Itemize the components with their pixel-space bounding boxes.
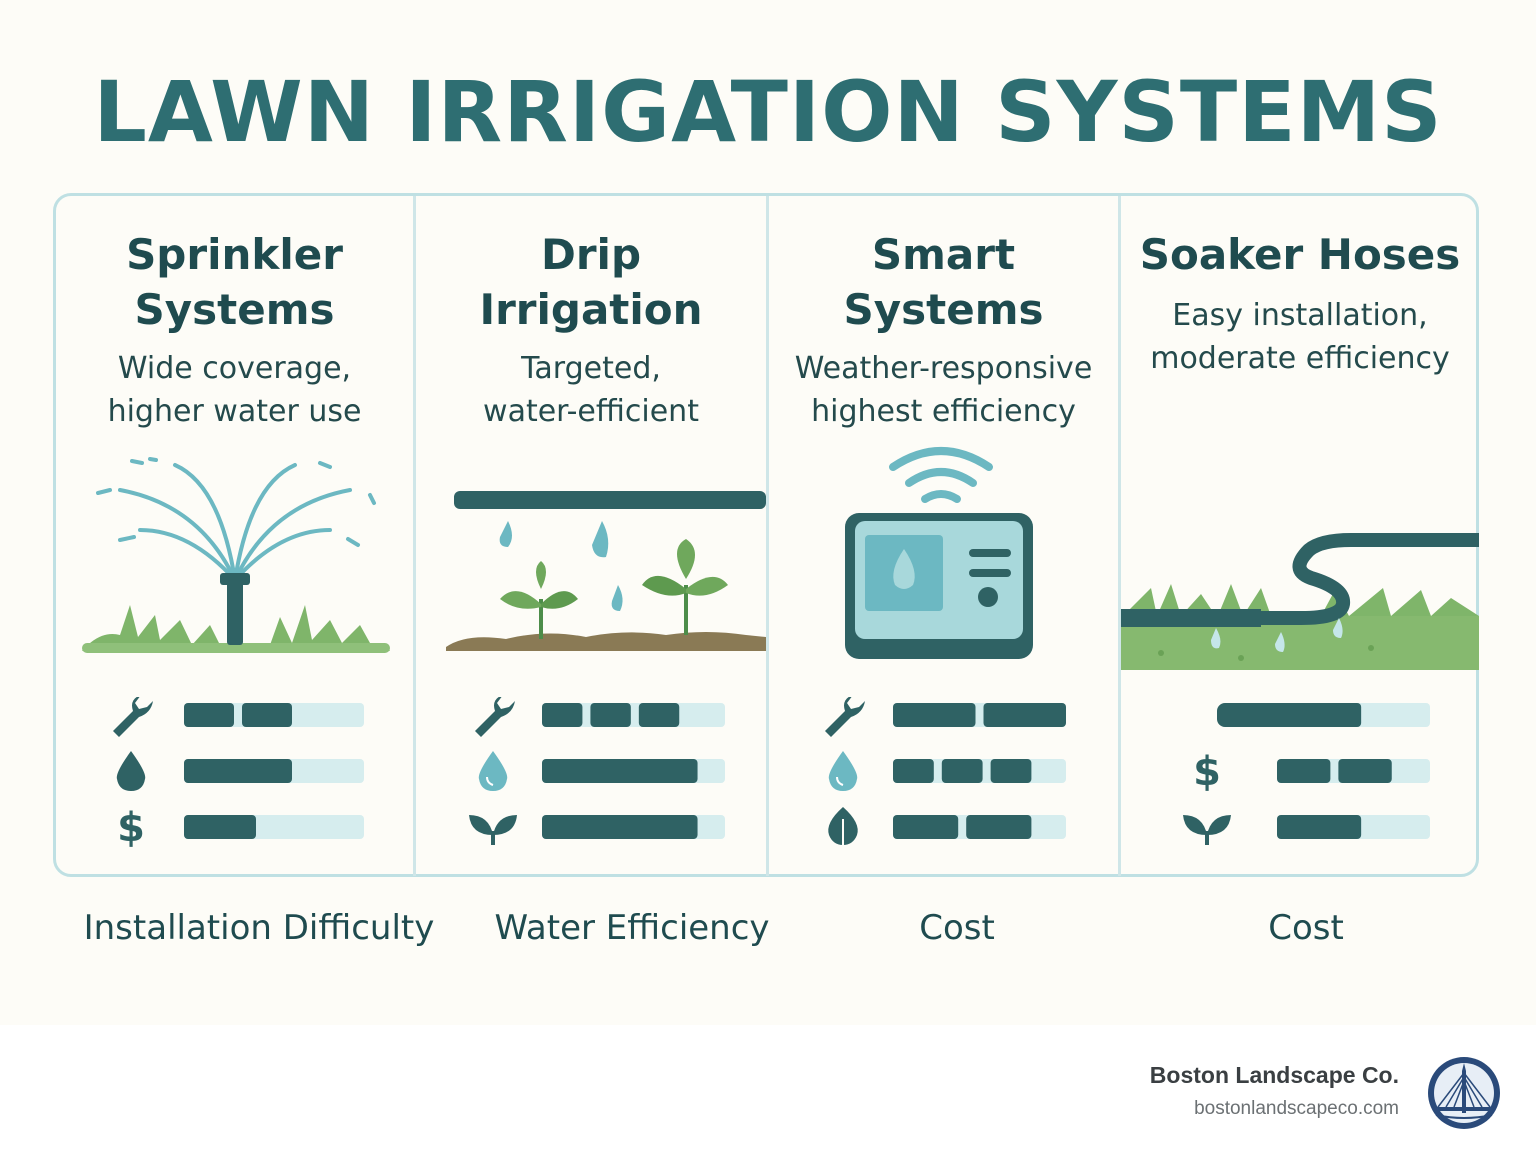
rating-chart xyxy=(825,697,1066,851)
bridge-logo-icon xyxy=(1428,1057,1500,1129)
rating-bar-fill xyxy=(1338,759,1392,783)
column-description: higher water use xyxy=(107,394,362,429)
bottom-label: Cost xyxy=(919,908,995,948)
rating-bar-fill xyxy=(983,703,1066,727)
svg-text:$: $ xyxy=(1193,749,1221,795)
rating-chart: $ xyxy=(1183,703,1430,845)
column-soaker-hoses: Soaker Hoses Easy installation, moderate… xyxy=(1121,193,1479,877)
rating-rows xyxy=(416,697,766,857)
hose-icon xyxy=(1217,703,1307,727)
wrench-icon xyxy=(825,697,865,737)
rating-bar-fill xyxy=(1277,759,1331,783)
column-divider xyxy=(413,196,416,876)
column-drip-irrigation: Drip Irrigation Targeted, water-efficien… xyxy=(416,193,766,877)
rating-bar-fill xyxy=(184,815,256,839)
column-description: Easy installation, xyxy=(1172,298,1428,333)
column-divider xyxy=(1118,196,1121,876)
rating-bar-fill xyxy=(184,703,234,727)
column-title: Soaker Hoses xyxy=(1139,230,1461,279)
column-description: Targeted, xyxy=(521,351,661,386)
wrench-icon xyxy=(475,697,515,737)
svg-text:$: $ xyxy=(117,805,145,851)
rating-bar-fill xyxy=(542,815,698,839)
column-title: Sprinkler xyxy=(126,230,343,279)
drop-light-icon xyxy=(478,751,508,791)
brand-name: Boston Landscape Co. xyxy=(1149,1062,1399,1088)
rating-chart xyxy=(469,697,725,845)
leaf-sprout-icon xyxy=(469,815,517,845)
column-title: Smart xyxy=(871,230,1016,279)
rating-bar-fill xyxy=(242,703,292,727)
rating-bar-fill xyxy=(990,759,1032,783)
bottom-label: Installation Difficulty xyxy=(83,908,435,948)
rating-bar-fill xyxy=(638,703,680,727)
footer xyxy=(0,1025,1536,1154)
rating-bar-fill xyxy=(966,815,1032,839)
column-divider xyxy=(766,196,769,876)
rating-rows: $ xyxy=(56,697,413,857)
rating-bar-fill xyxy=(542,703,583,727)
column-description: Wide coverage, xyxy=(117,351,352,386)
rating-bar-fill xyxy=(941,759,983,783)
column-title: Irrigation xyxy=(479,285,703,334)
rating-bar-fill xyxy=(184,759,292,783)
leaf-icon xyxy=(828,807,858,851)
sprinkler-illustration xyxy=(82,457,390,653)
rating-rows: $ xyxy=(1121,697,1479,857)
column-title: Systems xyxy=(843,285,1044,334)
drop-icon xyxy=(116,751,146,791)
rating-bar-fill xyxy=(590,703,631,727)
smart-controller-illustration xyxy=(845,447,1033,659)
column-title: Systems xyxy=(134,285,335,334)
rating-bar-fill xyxy=(893,815,959,839)
rating-chart: $ xyxy=(113,697,364,851)
rating-bar-fill xyxy=(542,759,698,783)
column-description: water-efficient xyxy=(483,394,699,429)
rating-bar-fill xyxy=(893,759,934,783)
drip-illustration xyxy=(446,491,766,651)
drop-light-icon xyxy=(828,751,858,791)
column-description: Weather-responsive xyxy=(794,351,1093,386)
column-description: moderate efficiency xyxy=(1150,341,1450,376)
brand-url[interactable]: bostonlandscapeco.com xyxy=(1194,1098,1399,1119)
soaker-hose-illustration xyxy=(1121,533,1479,670)
rating-bar-fill xyxy=(1277,815,1362,839)
column-title: Drip xyxy=(540,230,642,279)
bottom-label: Water Efficiency xyxy=(494,908,770,948)
column-sprinkler-systems: Sprinkler Systems Wide coverage, higher … xyxy=(56,193,413,877)
rating-rows xyxy=(769,697,1118,857)
rating-bar-fill xyxy=(893,703,976,727)
column-description: highest efficiency xyxy=(811,394,1076,429)
leaf-sprout-icon xyxy=(1183,815,1231,845)
wrench-icon xyxy=(113,697,153,737)
dollar-icon: $ xyxy=(1193,749,1221,795)
column-smart-systems: Smart Systems Weather-responsive highest… xyxy=(769,193,1118,877)
page-title: LAWN IRRIGATION SYSTEMS xyxy=(93,63,1443,161)
dollar-icon: $ xyxy=(117,805,145,851)
bottom-label: Cost xyxy=(1268,908,1344,948)
